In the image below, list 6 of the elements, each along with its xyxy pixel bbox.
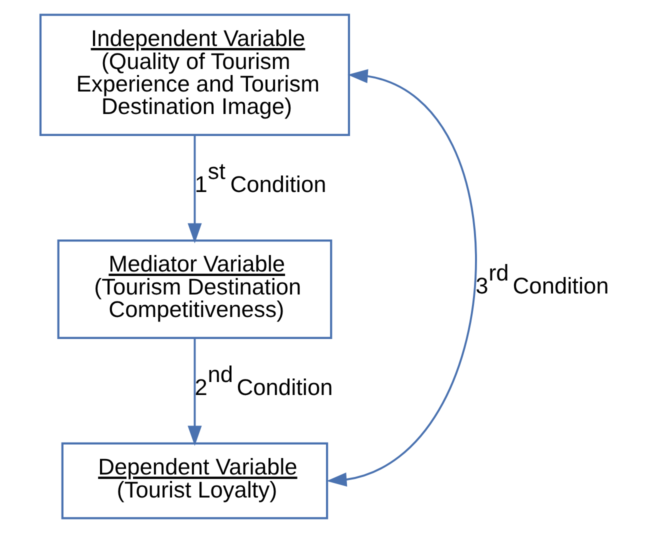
node-box: Independent Variable (Quality of Tourism Experience and Tourism Destination Image) <box>38 14 350 136</box>
arrow <box>326 69 476 487</box>
arrow <box>187 338 202 446</box>
node-box: Dependent Variable (Tourist Loyalty) <box>60 442 328 520</box>
arrow <box>187 135 202 244</box>
node-box: Mediator Variable (Tourism Destination Competitiveness) <box>56 239 332 339</box>
